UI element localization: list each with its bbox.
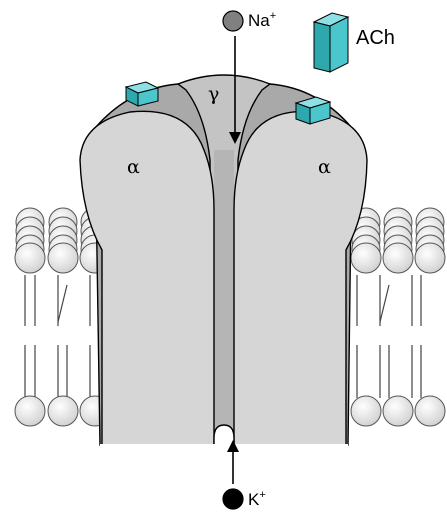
ach-ligand xyxy=(314,13,348,72)
lipid-tails-left-upper xyxy=(25,275,99,326)
potassium-label: K+ xyxy=(248,489,266,509)
right-alpha-label: α xyxy=(318,156,331,178)
sodium-ion xyxy=(223,11,243,31)
potassium-ion xyxy=(223,489,243,509)
binding-site-right xyxy=(296,97,330,124)
lipid-heads-right-lower xyxy=(351,396,445,426)
sodium-label: Na+ xyxy=(248,10,276,30)
pore-opening xyxy=(214,425,234,445)
lipid-tails-right-lower xyxy=(348,345,421,398)
ach-label: ACh xyxy=(356,27,395,49)
left-alpha-label: α xyxy=(127,156,140,178)
membrane-left xyxy=(15,208,110,426)
binding-site-left xyxy=(126,82,158,106)
lipid-tails-right-upper xyxy=(348,275,421,326)
receptor-protein: α α γ xyxy=(80,75,367,445)
ion-channel xyxy=(214,150,234,440)
lipid-heads-left-lower xyxy=(15,396,110,426)
membrane-right xyxy=(348,208,445,426)
gamma-label: γ xyxy=(208,83,219,105)
lipid-tails-left-lower xyxy=(25,345,99,398)
lipid-heads-right-upper xyxy=(351,208,445,273)
